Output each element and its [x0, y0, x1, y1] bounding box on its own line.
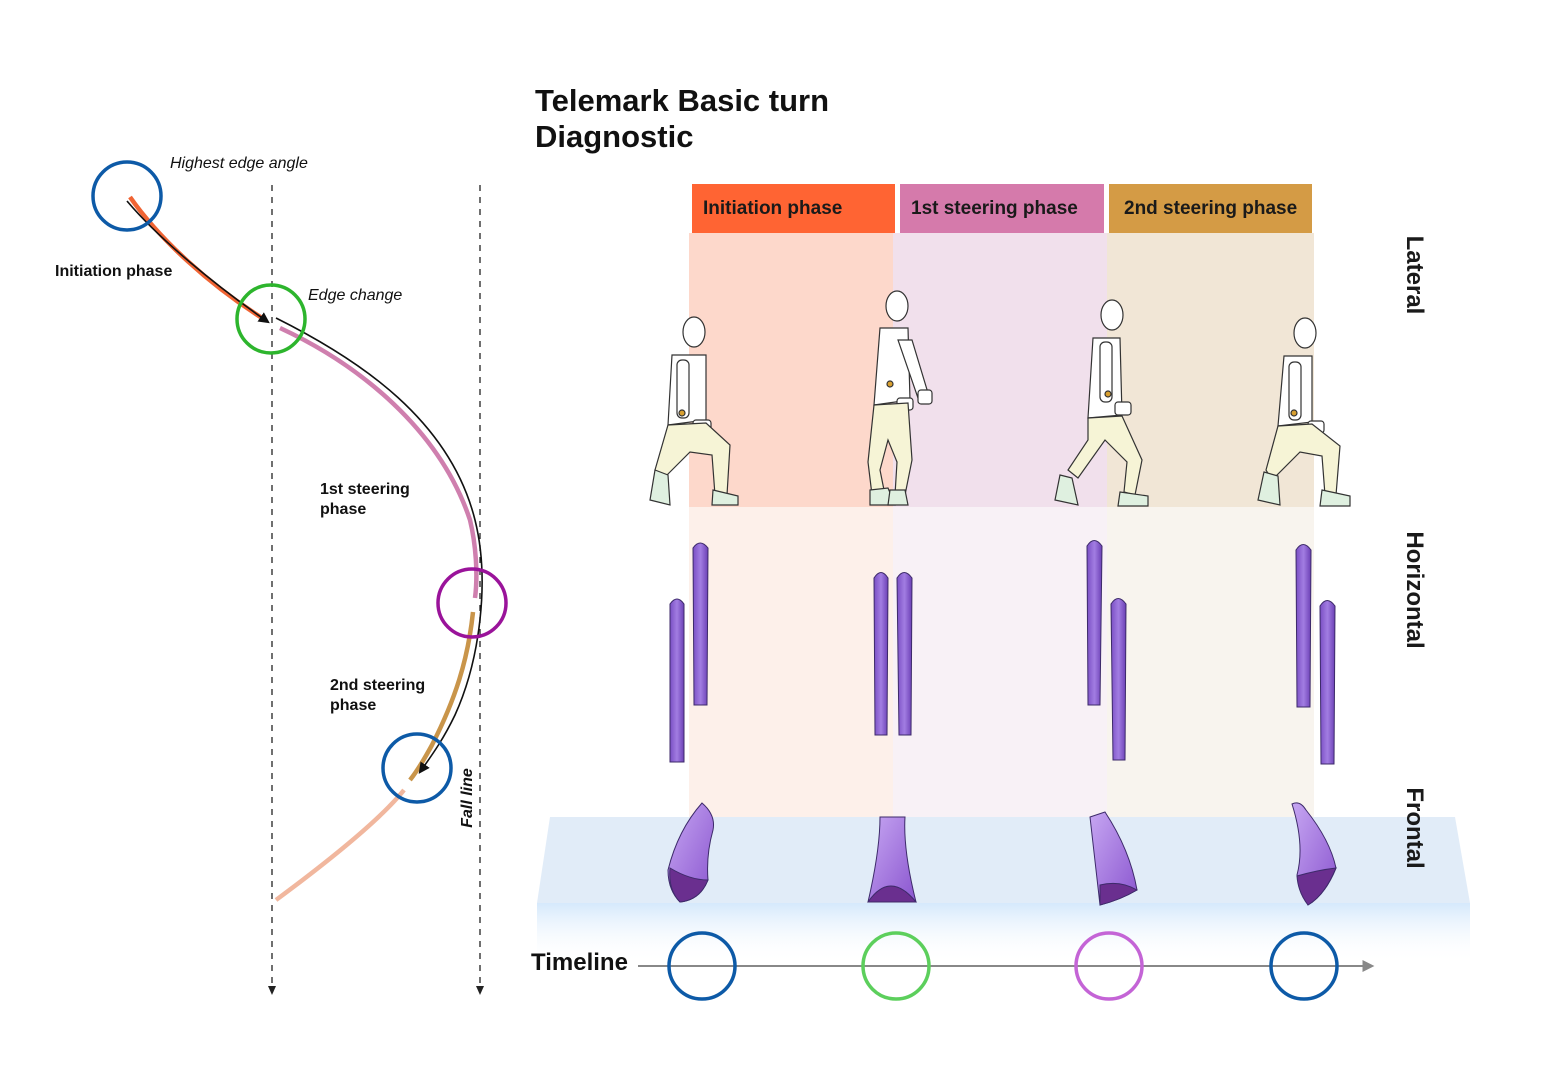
skier-figure-4 — [1257, 317, 1351, 507]
ski-3b — [1110, 598, 1127, 761]
frontal-panel — [537, 817, 1470, 963]
label-initiation-phase: Initiation phase — [55, 263, 173, 280]
steering-change-marker — [436, 567, 508, 639]
label-second-steering-phase: 2nd steering phase — [330, 677, 426, 714]
initiation-bg-mid — [689, 507, 893, 817]
first-steering-bg-top — [893, 233, 1107, 507]
steering-arrow — [275, 317, 483, 774]
first-steering-segment — [279, 325, 479, 599]
horizontal-skis — [669, 540, 1336, 765]
frontal-panel-top — [537, 817, 1470, 903]
fall-line-arrow — [476, 986, 484, 995]
exit-segment — [274, 788, 406, 902]
ski-3a — [1086, 540, 1103, 706]
first-steering-bg-mid — [893, 507, 1107, 817]
skier-figure-1 — [649, 316, 739, 506]
ski-4b — [1319, 600, 1336, 765]
phase-header-second-steering: 2nd steering phase — [1109, 184, 1312, 233]
timeline-marker-1 — [667, 931, 737, 1001]
skier-figure-2 — [867, 290, 933, 506]
lateral-figures — [649, 290, 1351, 507]
phase-header-first-steering: 1st steering phase — [900, 184, 1104, 233]
timeline-marker-2 — [861, 931, 931, 1001]
timeline — [638, 931, 1375, 1001]
diagram-title-line2: Diagnostic — [535, 119, 694, 154]
edge-change-marker — [235, 283, 307, 355]
timeline-marker-4 — [1269, 931, 1339, 1001]
view-label-horizontal: Horizontal — [1401, 531, 1428, 649]
ski-1a — [669, 598, 685, 763]
guide-line-left-arrow — [268, 986, 276, 995]
turn-path-diagram — [91, 160, 508, 995]
ski-4a — [1295, 544, 1312, 708]
phase-header-initiation: Initiation phase — [692, 184, 895, 233]
label-fall-line: Fall line — [459, 768, 476, 828]
phase-backgrounds — [689, 233, 1314, 817]
ski-2b — [896, 572, 913, 736]
timeline-label: Timeline — [531, 949, 628, 976]
ski-1b — [692, 542, 709, 706]
diagram-title-line1: Telemark Basic turn — [535, 83, 830, 118]
second-steering-bg-mid — [1107, 507, 1314, 817]
frontal-skis — [667, 802, 1337, 906]
view-label-lateral: Lateral — [1401, 235, 1428, 315]
turn-end-marker — [381, 732, 453, 804]
timeline-marker-3 — [1074, 931, 1144, 1001]
skier-figure-3 — [1054, 299, 1149, 507]
label-highest-edge-angle: Highest edge angle — [170, 155, 308, 172]
ski-2a — [873, 572, 889, 736]
label-first-steering-phase: 1st steering phase — [320, 481, 410, 518]
frontal-panel-front — [537, 903, 1470, 963]
initiation-arrow — [126, 200, 270, 324]
view-label-frontal: Frontal — [1401, 787, 1428, 869]
highest-edge-marker — [91, 160, 163, 232]
label-edge-change: Edge change — [308, 287, 403, 304]
